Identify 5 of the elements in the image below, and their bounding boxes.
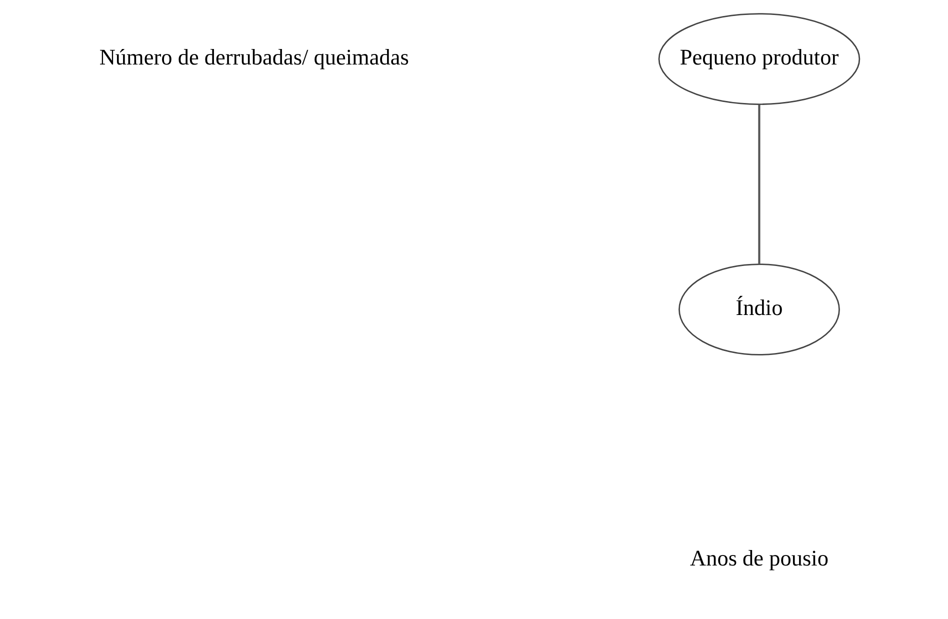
label: Número de derrubadas/ queimadas (99, 44, 409, 70)
node-ellipse: Índio (678, 264, 840, 356)
label: Anos de pousio (690, 545, 828, 570)
node-ellipse: Pequeno produtor (658, 13, 860, 105)
connector (758, 104, 760, 264)
